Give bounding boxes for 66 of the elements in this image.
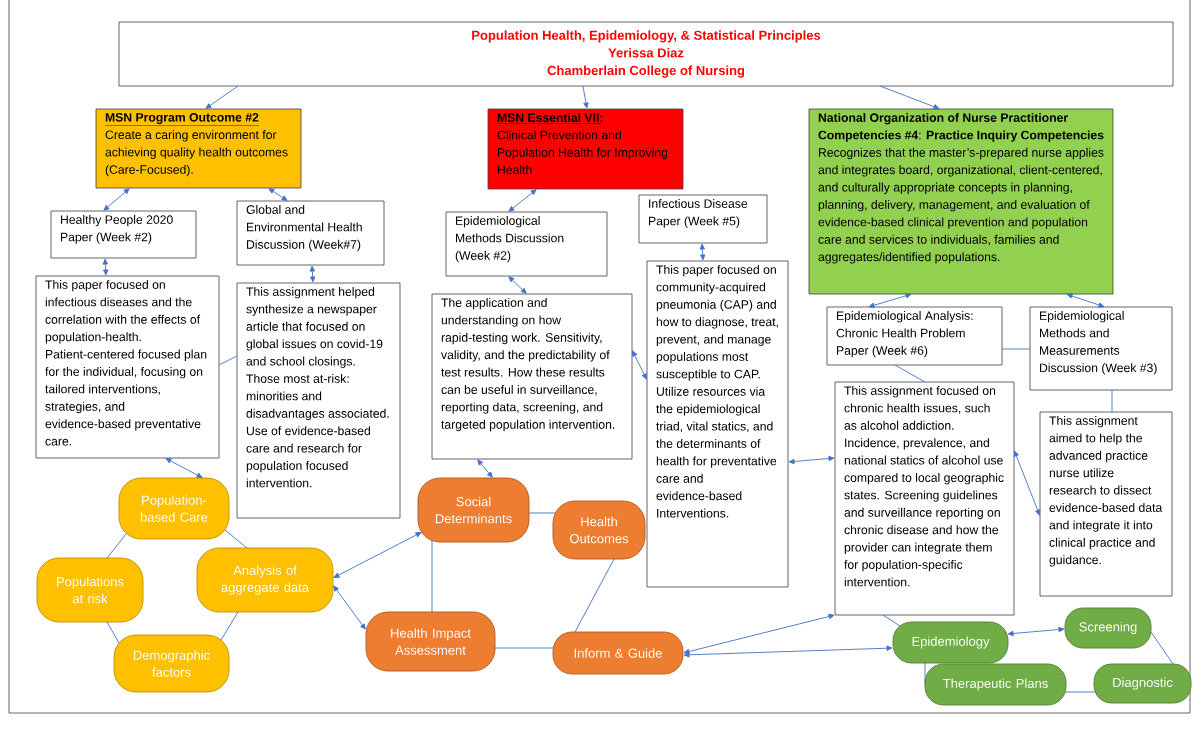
double-arrow (788, 455, 835, 465)
concept-pill: Populations at risk (36, 557, 144, 623)
concept-pill: Population-based Care (118, 477, 230, 540)
concept-pill: Screening (1064, 607, 1152, 649)
double-arrow (699, 243, 706, 261)
double-arrow (333, 532, 422, 578)
text-box: This paper focused on community-acquired pneumonia (CAP) and how to diagnose, treat, prevent, and manage populations most susceptible to CAP. Utilize resources via the epidemiological triad, vital statics, and the determinants of health for preventative care and evidence-based Interventions. (646, 260, 789, 588)
text-box: This assignment focused on chronic health issues, such as alcohol addiction. Incidence, prevalence, and national statics of alcohol use compared to local geographic states. Screening guidelines and surveillance reporting on chronic disease and how the provider can integrate them for population-specific intervention. (834, 381, 1015, 616)
connector-line (1111, 389, 1113, 413)
text-box: This assignment helped synthesize a newspaper article that focused on global issues on covid-19 and school closings. Those most at-risk: minorities and disadvantages associated. Use of evidence-based care and research for population focused intervention. (236, 282, 401, 519)
text-box: Global and Environmental Health Discussion (Week#7) (236, 200, 385, 266)
concept-pill: Demographic factors (113, 634, 230, 693)
text-box: Epidemiological Analysis: Chronic Health Problem Paper (Week #6) (826, 306, 1003, 366)
title-box: Population Health, Epidemiology, & Statistical Principles Yerissa Diaz Chamberlain College of Nursing (118, 21, 1174, 87)
arrow (582, 85, 589, 109)
connector-line (1001, 348, 1031, 350)
text-box: Infectious Disease Paper (Week #5) (638, 194, 768, 244)
connector-line (1064, 691, 1096, 693)
concept-pill: Inform & Guide (552, 631, 684, 675)
connector-line (894, 364, 926, 383)
double-arrow (508, 189, 537, 212)
text-box: This paper focused on infectious diseases and the correlation with the effects of population-health. Patient-centered focused plan for the individual, focusing on tailored interventions, strategies, and evidence-based preventative care. (35, 275, 220, 459)
double-arrow (683, 613, 835, 655)
text-box: The application and understanding on how rapid-testing work. Sensitivity, validity, and the predictability of test results. How these results can be useful in surveillance, reporting data, screening, and targeted population intervention. (431, 293, 633, 460)
connector-line (106, 621, 120, 644)
connector-line (224, 529, 248, 549)
double-arrow (868, 293, 912, 308)
double-arrow (103, 188, 130, 211)
arrow (879, 85, 940, 110)
text-box: This assignment aimed to help the advanced practice nurse utilize research to dissect evidence-based data and integrate it into clinical practice and guidance. (1039, 411, 1173, 597)
concept-pill: Analysis of aggregate data (196, 547, 334, 613)
concept-pill: Epidemiology (892, 621, 1009, 664)
double-arrow (165, 458, 203, 478)
topic-box: MSN Essential VII: Clinical Prevention and Population Health for Improving Health (487, 108, 684, 190)
concept-pill: Health Impact Assessment (365, 611, 496, 672)
double-arrow (1066, 293, 1105, 308)
text-box: Epidemiological Methods Discussion (Week #2) (445, 211, 608, 277)
double-arrow (1007, 626, 1065, 637)
concept-pill: Therapeutic Plans (924, 663, 1067, 706)
connector-line (494, 647, 554, 649)
double-arrow (333, 585, 366, 630)
connector-line (431, 539, 433, 613)
double-arrow (1013, 450, 1041, 516)
connector-line (1150, 631, 1174, 665)
connector-line (528, 512, 556, 514)
connector-line (106, 533, 127, 559)
connector-line (220, 611, 239, 641)
concept-pill: Diagnostic (1093, 663, 1192, 704)
double-arrow (683, 645, 893, 658)
connector-line (882, 614, 901, 627)
double-arrow (309, 265, 316, 283)
concept-pill: Social Determinants (417, 477, 530, 543)
double-arrow (632, 350, 647, 380)
double-arrow (508, 276, 527, 294)
double-arrow (477, 459, 493, 478)
topic-box: National Organization of Nurse Practitioner Competencies #4: Practice Inquiry Competencies Recognizes that the master’s-prepared nurse applies and integrates board, organizational, client-centered, and culturally appropriate concepts in planning, planning, delivery, management, and evaluation of evidence-based clinical prevention and population care and services to individuals, families and aggregates/identified populations. (808, 108, 1114, 295)
double-arrow (268, 188, 288, 201)
arrow (205, 85, 239, 109)
double-arrow (102, 258, 109, 276)
text-box: Epidemiological Methods and Measurements Discussion (Week #3) (1029, 306, 1173, 391)
text-box: Healthy People 2020 Paper (Week #2) (50, 210, 197, 259)
connector-line (924, 662, 926, 685)
topic-box: MSN Program Outcome #2 Create a caring environment for achieving quality health outcomes (Care-Focused). (95, 108, 302, 189)
connector-line (218, 355, 238, 366)
connector-line (574, 558, 615, 633)
concept-pill: Health Outcomes (552, 500, 646, 560)
